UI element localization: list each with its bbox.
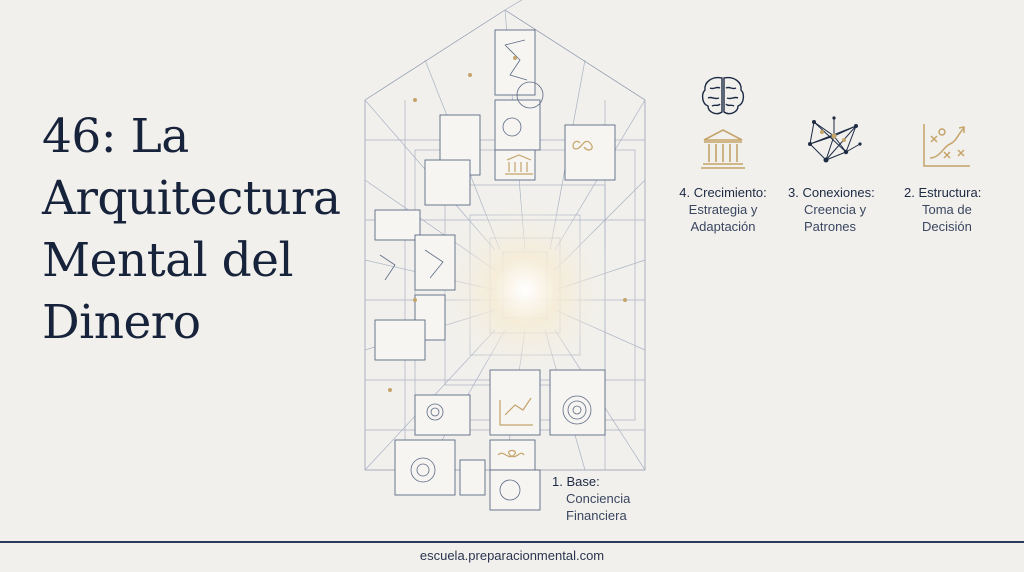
network-nodes-icon (808, 116, 862, 163)
brain-icon (701, 76, 745, 115)
level-line: Conciencia (566, 491, 631, 506)
level-heading: 3. Conexiones: (788, 185, 875, 200)
footer-url: escuela.preparacionmental.com (419, 548, 605, 563)
level-label-conexiones: 3. Conexiones: Creencia y Patrones (788, 184, 894, 235)
level-heading: 1. Base: (552, 474, 600, 489)
level-heading: 2. Estructura: (904, 185, 982, 200)
title-line-1: 46: La (42, 109, 189, 164)
level-line: Toma de (922, 202, 972, 217)
level-label-base: 1. Base: Conciencia Financiera (552, 473, 662, 524)
title-line-3: Mental del (42, 233, 294, 288)
level-label-crecimiento: 4. Crecimiento: Estrategia y Adaptación (668, 184, 778, 235)
level-line: Financiera (566, 508, 627, 523)
house-perspective-illustration (364, 0, 646, 511)
title-line-2: Arquitectura (42, 171, 341, 226)
level-line: Adaptación (690, 219, 756, 234)
level-line: Decisión (922, 219, 972, 234)
temple-icon (701, 129, 745, 169)
footer-divider (0, 541, 1024, 543)
strategy-chart-icon (923, 124, 970, 167)
title-line-4: Dinero (42, 295, 201, 350)
page-title: 46: La Arquitectura Mental del Dinero (42, 106, 372, 354)
level-heading: 4. Crecimiento: (679, 185, 767, 200)
level-line: Creencia y (804, 202, 867, 217)
level-label-estructura: 2. Estructura: Toma de Decisión (904, 184, 1008, 235)
level-line: Estrategia y (688, 202, 758, 217)
level-line: Patrones (804, 219, 857, 234)
